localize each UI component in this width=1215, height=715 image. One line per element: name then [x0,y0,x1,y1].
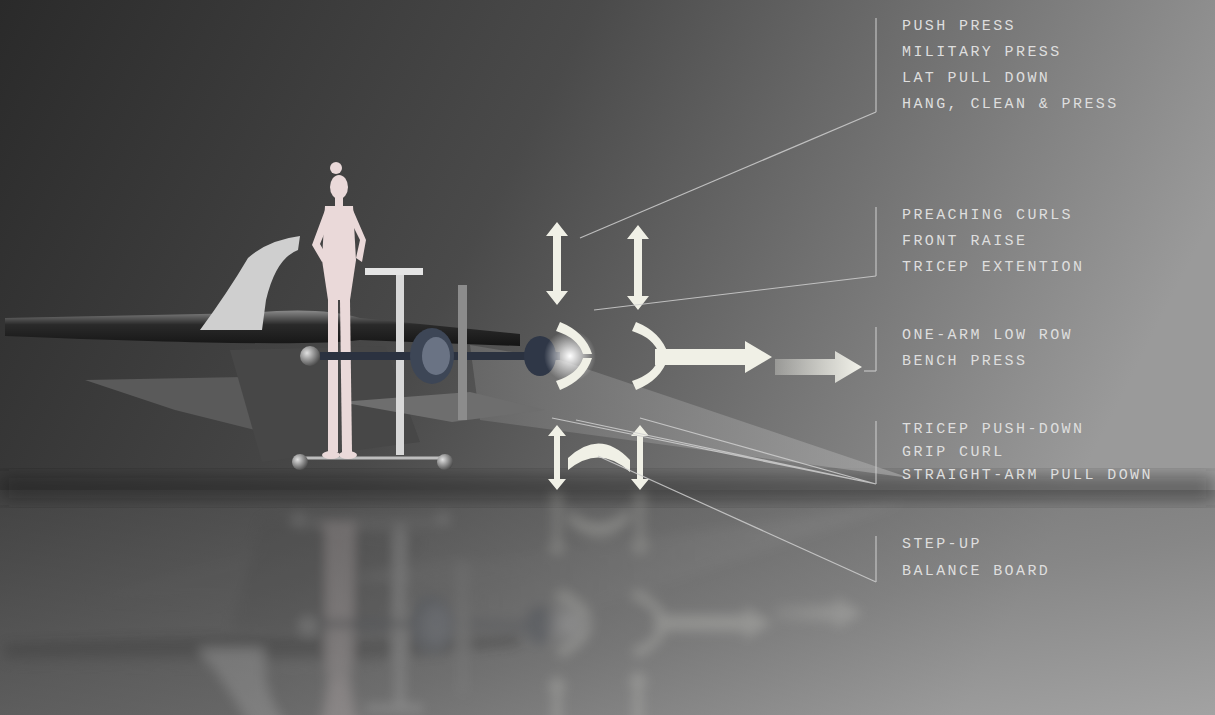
motion-arrows [546,222,862,490]
post [396,275,404,455]
engine [410,328,454,384]
reflection [5,490,910,715]
leader-lines [552,18,876,582]
push-arrow [655,341,772,373]
leader-line [580,112,876,238]
bracket-line [875,207,876,276]
gym-machine [5,162,910,478]
exercise-label: BENCH PRESS [902,353,1027,371]
leader-line [598,456,876,582]
bracket-line [875,536,876,582]
exercise-label: GRIP CURL [902,444,1005,462]
woman-figure [312,162,366,459]
leader-line [594,276,876,310]
exercise-label: TRICEP PUSH-DOWN [902,421,1084,439]
double-arrow [546,222,568,305]
leader-line [864,370,876,371]
propeller-blade [458,285,467,420]
handle-bar [365,268,423,275]
sphere [437,454,453,470]
exercise-label: FRONT RAISE [902,233,1027,251]
right-wing [340,392,545,422]
exercise-label: MILITARY PRESS [902,44,1062,62]
engine-core [422,337,450,375]
exercise-label: TRICEP EXTENTION [902,259,1084,277]
sphere [292,454,308,470]
exercise-label: STEP-UP [902,536,982,554]
bracket-line [875,18,876,112]
chevron [556,358,592,390]
exercise-label: ONE-ARM LOW ROW [902,327,1073,345]
exercise-label: STRAIGHT-ARM PULL DOWN [902,467,1153,485]
sphere [300,346,320,366]
double-arrow [548,425,566,490]
balance-board [568,443,630,472]
exercise-label: BALANCE BOARD [902,563,1050,581]
push-arrow [775,351,862,383]
platform [300,457,450,460]
exercise-label: PREACHING CURLS [902,207,1073,225]
exercise-label: PUSH PRESS [902,18,1016,36]
leader-line [552,418,876,484]
seat-fin [200,236,300,330]
bracket-line [875,421,876,484]
bracket-line [875,327,876,371]
double-arrow [627,225,649,310]
exercise-label: HANG, CLEAN & PRESS [902,96,1119,114]
glow [544,330,596,382]
exercise-label: LAT PULL DOWN [902,70,1050,88]
chevron [556,322,592,354]
